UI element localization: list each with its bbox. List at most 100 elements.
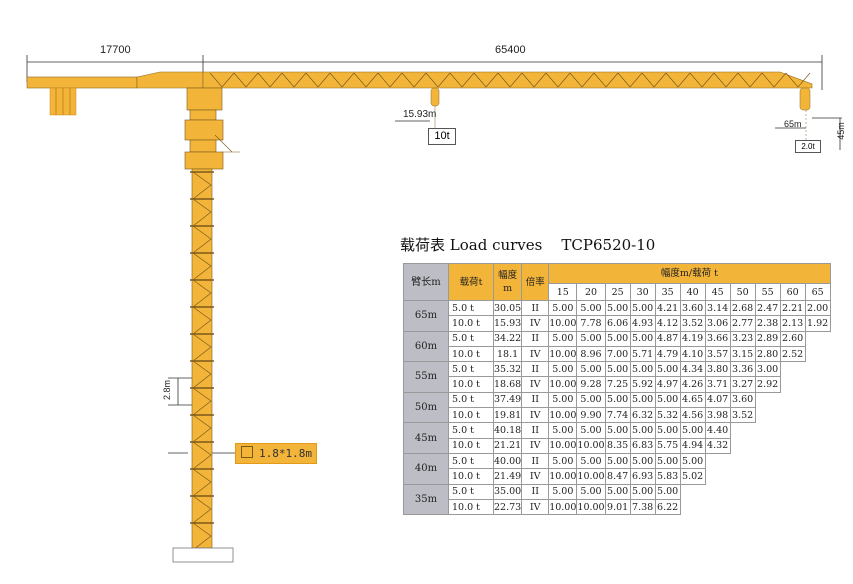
boom-length-cell: 40m [403, 452, 449, 485]
radius-cell: 18.68 [492, 376, 523, 393]
value-cell: 2.80 [754, 345, 781, 363]
value-cell: 3.60 [729, 391, 756, 409]
boom-length-cell: 60m [403, 330, 449, 363]
value-cell: 5.00 [548, 422, 578, 439]
empty-cell [805, 361, 831, 377]
empty-cell [780, 453, 806, 469]
reeving-cell: IV [521, 315, 550, 332]
value-cell: 3.00 [754, 361, 781, 378]
value-cell: 5.00 [576, 330, 606, 347]
counter-jib-dimension: 17700 [100, 44, 131, 56]
value-cell: 5.00 [576, 483, 606, 500]
reeving-cell: II [521, 452, 550, 470]
value-cell: 4.93 [629, 315, 656, 332]
reeving-cell: IV [521, 468, 550, 485]
value-cell: 2.21 [779, 299, 806, 317]
value-cell: 5.00 [629, 452, 656, 470]
empty-cell [755, 499, 781, 515]
jib-dimension: 65400 [495, 44, 526, 56]
value-cell: 3.66 [704, 330, 731, 347]
load-cell: 10.0 t [448, 437, 494, 454]
value-cell: 5.00 [654, 422, 681, 439]
empty-cell [780, 407, 806, 423]
radius-header-cell: 20 [576, 283, 606, 301]
value-cell: 5.00 [629, 299, 656, 317]
load-table-title: 载荷表 Load curves TCP6520-10 [400, 236, 656, 254]
radius-cell: 40.00 [492, 452, 523, 470]
value-cell: 6.06 [604, 315, 631, 332]
hook-radius-2: 65m [784, 119, 802, 129]
value-cell: 3.15 [729, 345, 756, 363]
radius-cell: 35.32 [492, 361, 523, 378]
empty-cell [730, 468, 756, 485]
value-cell: 2.60 [779, 330, 806, 347]
reeving-cell: IV [521, 345, 550, 363]
counter-jib [26, 71, 204, 116]
radius-header-cell: 40 [679, 283, 706, 301]
value-cell: 3.06 [704, 315, 731, 332]
empty-cell [805, 376, 831, 393]
value-cell: 5.00 [654, 452, 681, 470]
value-cell: 5.00 [548, 361, 578, 378]
value-cell: 2.38 [754, 315, 781, 332]
value-cell: 4.65 [679, 391, 706, 409]
radius-cell: 22.73 [492, 498, 523, 516]
value-cell: 5.75 [654, 437, 681, 454]
empty-cell [755, 438, 781, 454]
value-cell: 3.52 [679, 315, 706, 332]
value-cell: 5.00 [604, 483, 631, 500]
empty-cell [730, 499, 756, 515]
value-cell: 5.00 [576, 299, 606, 317]
empty-cell [730, 438, 756, 454]
reeving-cell: II [521, 330, 550, 347]
jib [202, 71, 813, 89]
value-cell: 7.38 [629, 498, 656, 516]
radius-header-cell: 55 [754, 283, 781, 301]
value-cell: 5.00 [654, 391, 681, 409]
empty-cell [805, 392, 831, 408]
value-cell: 5.00 [548, 483, 578, 500]
empty-cell [705, 468, 731, 485]
value-cell: 5.00 [548, 391, 578, 409]
value-cell: 4.21 [654, 299, 681, 317]
header-boom: 臂长m [403, 263, 449, 301]
tower-section-label: 1.8*1.8m [259, 447, 312, 460]
reeving-cell: IV [521, 498, 550, 516]
empty-cell [780, 422, 806, 439]
value-cell: 10.00 [548, 498, 578, 516]
value-cell: 8.35 [604, 437, 631, 454]
empty-cell [805, 438, 831, 454]
empty-cell [780, 392, 806, 408]
load-cell: 5.0 t [448, 330, 494, 347]
header-reeving: 倍率 [521, 263, 550, 301]
header-load: 载荷t [448, 263, 494, 301]
empty-cell [780, 484, 806, 500]
load-cell: 10.0 t [448, 376, 494, 393]
radius-header-cell: 50 [729, 283, 756, 301]
value-cell: 6.83 [629, 437, 656, 454]
value-cell: 5.00 [604, 391, 631, 409]
radius-cell: 19.81 [492, 407, 523, 424]
value-cell: 5.00 [679, 422, 706, 439]
value-cell: 5.00 [629, 483, 656, 500]
load-cell: 10.0 t [448, 407, 494, 424]
radius-cell: 40.18 [492, 422, 523, 439]
value-cell: 5.71 [629, 345, 656, 363]
value-cell: 10.00 [548, 437, 578, 454]
value-cell: 5.00 [604, 452, 631, 470]
load-cell: 5.0 t [448, 299, 494, 317]
value-cell: 5.00 [576, 361, 606, 378]
value-cell: 2.89 [754, 330, 781, 347]
trolley-hook [430, 87, 440, 128]
empty-cell [755, 392, 781, 408]
radius-header-cell: 30 [629, 283, 656, 301]
value-cell: 9.90 [576, 407, 606, 424]
